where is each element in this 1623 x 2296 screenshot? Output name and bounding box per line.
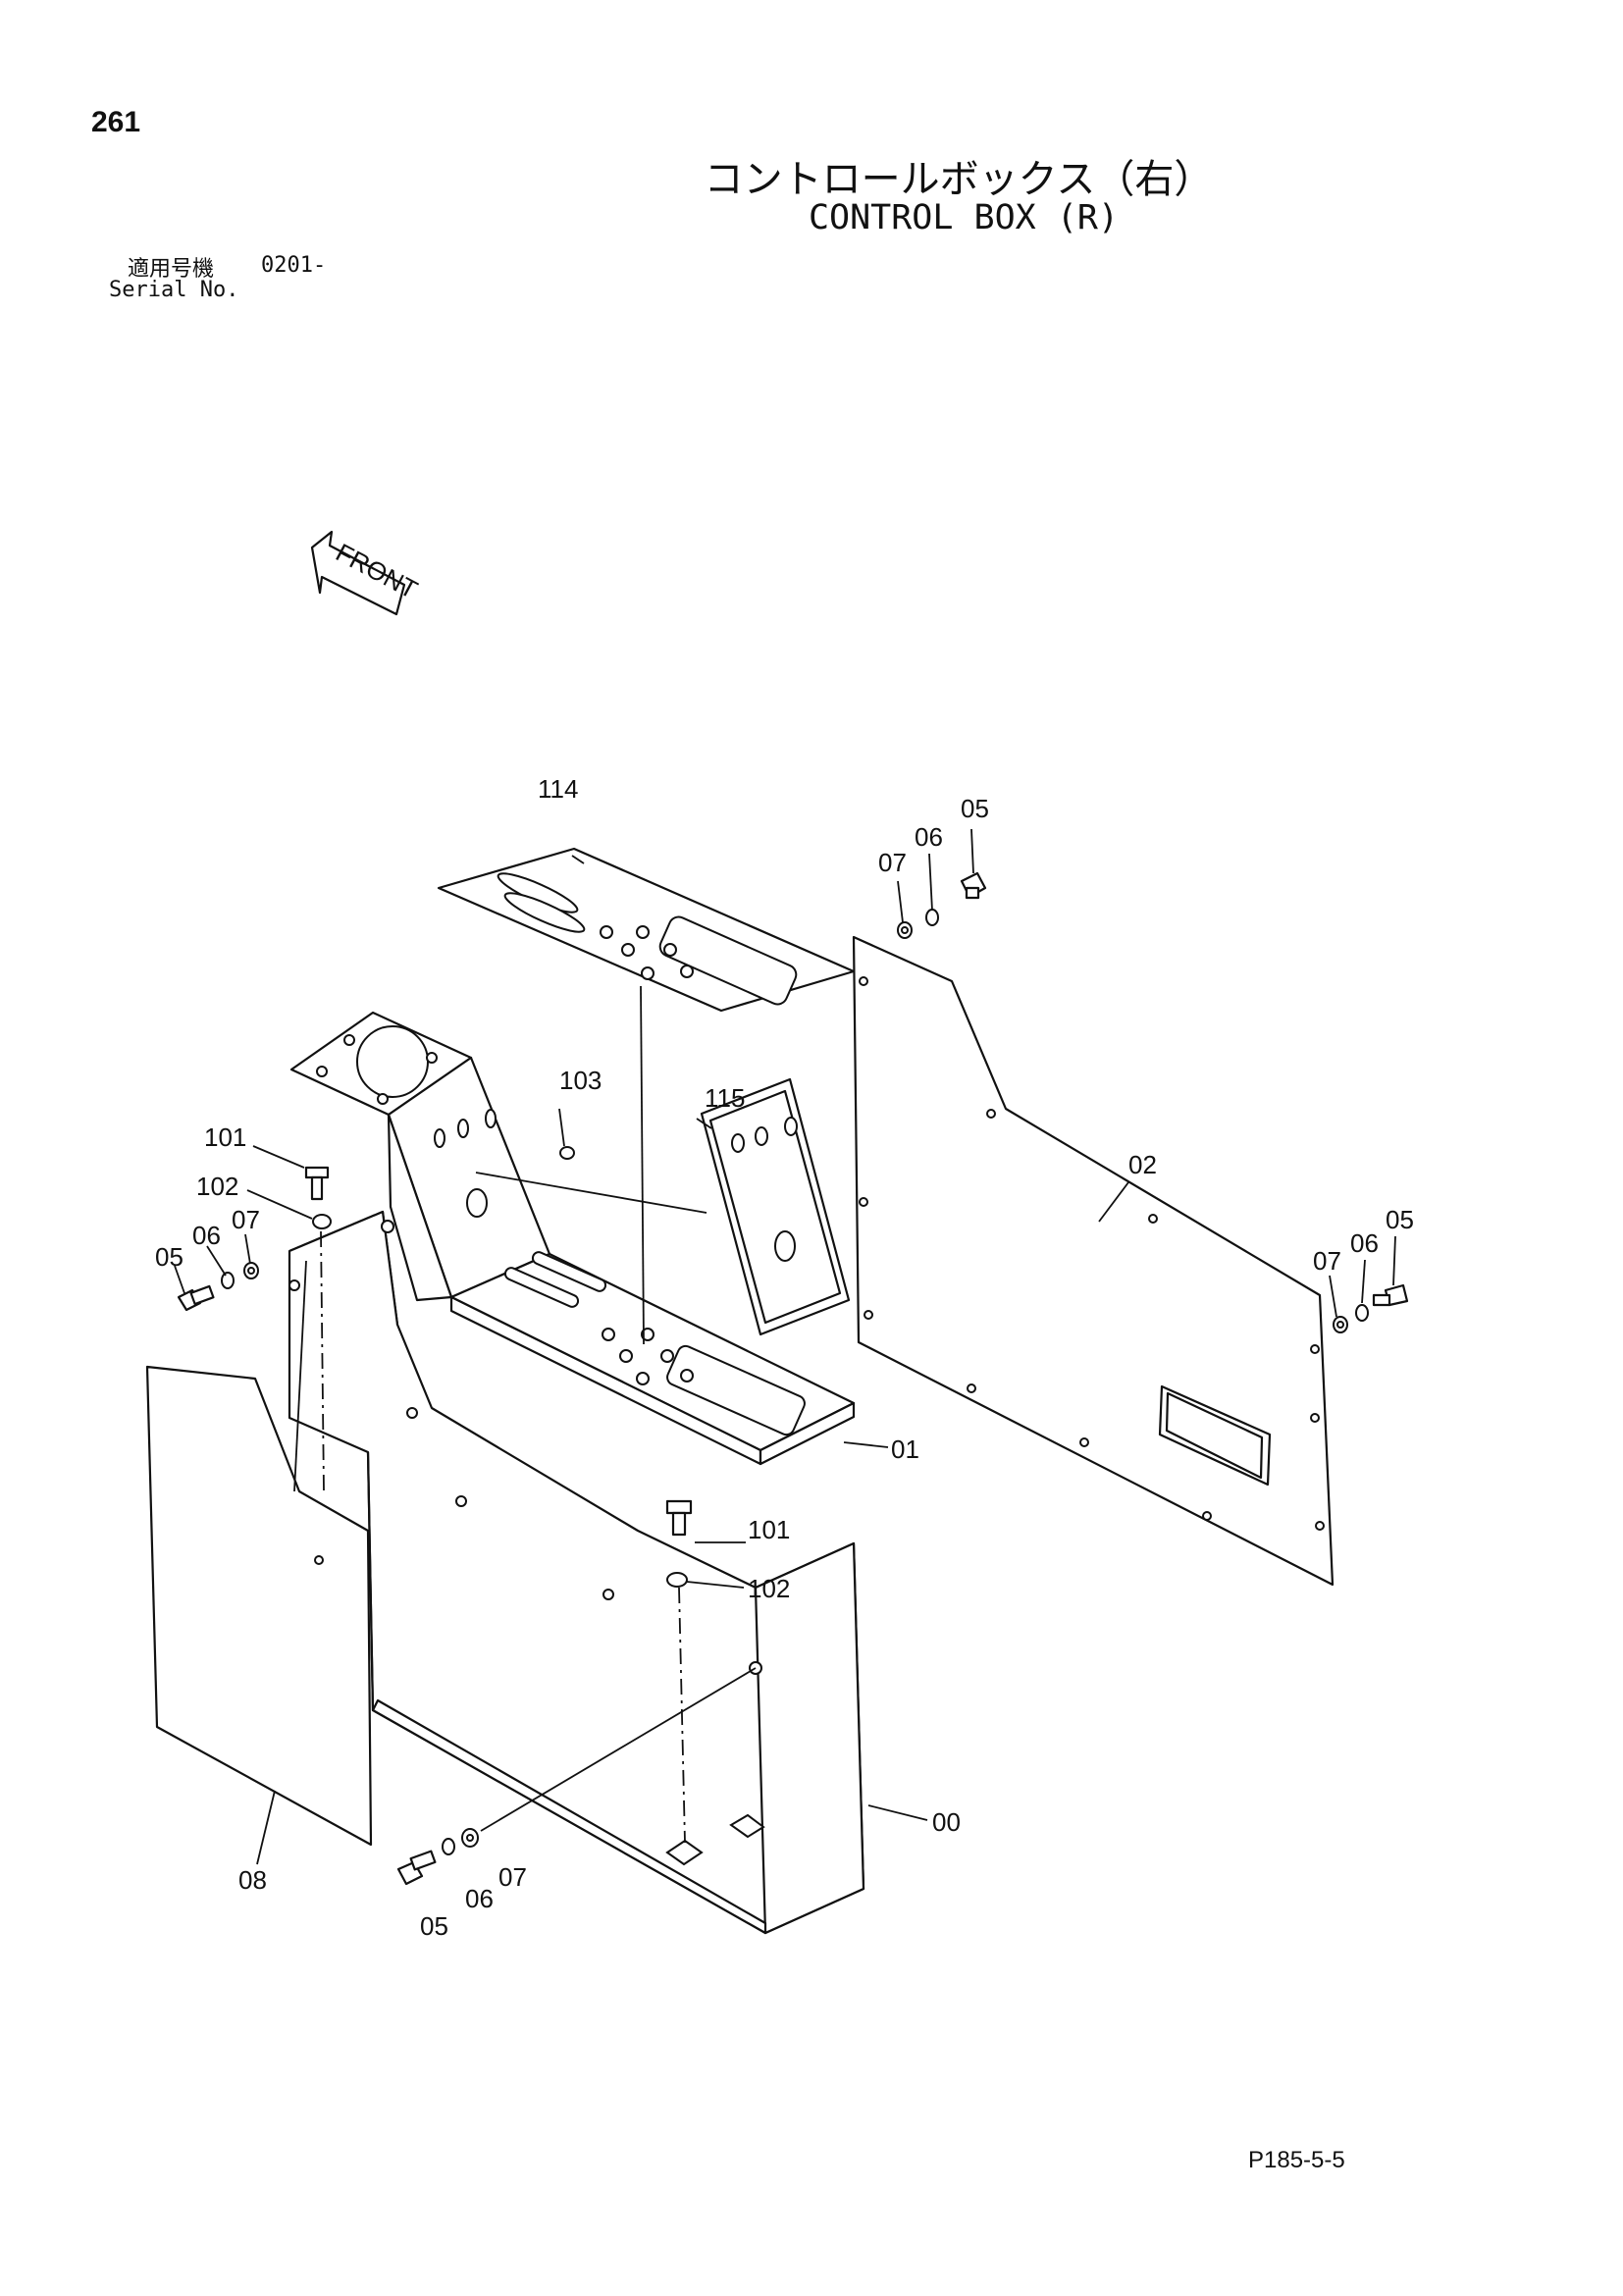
- part-115-panel: [700, 1077, 851, 1336]
- document-code: P185-5-5: [1248, 2147, 1345, 2173]
- part-08-left-panel: [145, 1365, 373, 1847]
- label-07-left: 07: [232, 1205, 260, 1234]
- label-08: 08: [238, 1865, 267, 1895]
- label-05-top: 05: [961, 794, 989, 823]
- label-06-top: 06: [915, 822, 943, 852]
- leader-lines: [174, 828, 1396, 1865]
- label-101-lower: 101: [748, 1515, 790, 1544]
- serial-label-japanese: 適用号機: [128, 257, 215, 282]
- label-07-bottom: 07: [498, 1862, 527, 1892]
- part-labels: 114 103 115 101 102 05 06 07 101 102 01 …: [155, 774, 1414, 1941]
- title-english: CONTROL BOX (R): [808, 198, 1120, 237]
- fasteners: [177, 871, 1409, 1886]
- title-japanese: コントロールボックス（右）: [704, 157, 1214, 202]
- part-01-bracket: [289, 1011, 856, 1466]
- label-102-upper: 102: [196, 1172, 238, 1201]
- label-115: 115: [705, 1083, 745, 1113]
- label-05-left: 05: [155, 1242, 183, 1272]
- label-07-right: 07: [1313, 1246, 1341, 1276]
- label-00: 00: [932, 1807, 961, 1837]
- label-06-bottom: 06: [465, 1884, 494, 1913]
- part-00-main-box: [288, 1210, 865, 1935]
- serial-number-value: 0201-: [261, 253, 327, 278]
- label-101-upper: 101: [204, 1122, 246, 1152]
- part-114-top-plate: [437, 847, 856, 1013]
- label-05-right: 05: [1386, 1205, 1414, 1234]
- page-number: 261: [91, 106, 141, 138]
- label-103: 103: [559, 1066, 602, 1095]
- label-06-left: 06: [192, 1221, 221, 1250]
- serial-label-english: Serial No.: [109, 278, 239, 302]
- part-02-right-panel: [852, 935, 1335, 1587]
- front-arrow-icon: FRONT: [310, 530, 423, 616]
- label-01: 01: [891, 1435, 919, 1464]
- label-102-lower: 102: [748, 1574, 790, 1603]
- label-07-top: 07: [878, 848, 907, 877]
- label-114: 114: [538, 774, 578, 804]
- label-06-right: 06: [1350, 1228, 1379, 1258]
- label-05-bottom: 05: [420, 1911, 448, 1941]
- label-02: 02: [1128, 1150, 1157, 1179]
